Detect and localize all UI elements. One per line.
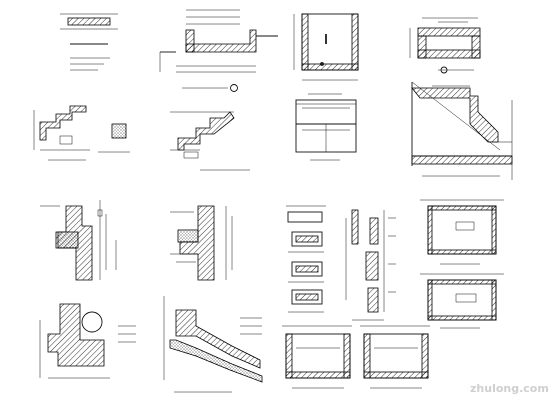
- detail-wall-cap-section: [40, 200, 117, 281]
- detail-slab-edge: [159, 9, 278, 92]
- detail-stair-profile: [170, 111, 250, 171]
- detail-curb-section: [39, 303, 136, 379]
- detail-box-frame: [295, 93, 357, 161]
- detail-niche-elevations: [286, 205, 326, 313]
- detail-sloped-roof: [411, 81, 513, 180]
- detail-column-cap: [170, 205, 233, 281]
- detail-room-plan-1: [420, 199, 504, 265]
- detail-sloped-drain: [163, 296, 263, 393]
- detail-u-channel: [293, 13, 359, 81]
- detail-vertical-wall: [345, 209, 396, 321]
- watermark-text: zhulong.com: [470, 382, 549, 395]
- detail-pit-2: [360, 325, 430, 389]
- detail-roof-box: [409, 17, 481, 74]
- detail-stair-edge: [33, 105, 130, 161]
- detail-pit-1: [282, 325, 352, 389]
- detail-parapet-small: [60, 13, 118, 71]
- detail-room-plan-2: [420, 273, 504, 329]
